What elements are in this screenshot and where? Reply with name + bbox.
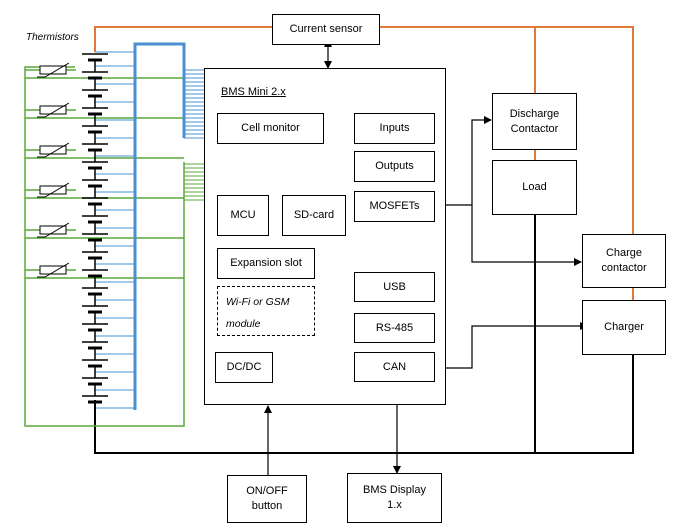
current-sensor: Current sensor	[272, 14, 380, 45]
dcdc-block: DC/DC	[215, 352, 273, 383]
bms-display: BMS Display 1.x	[347, 473, 442, 523]
battery-stack	[82, 53, 108, 414]
load-label: Load	[522, 181, 547, 194]
thermistor-slash	[37, 182, 70, 198]
onoff-line1: ON/OFF	[246, 485, 288, 498]
charge-contactor-line1: Charge	[605, 247, 643, 260]
thermistor	[39, 185, 67, 195]
current-sensor-label: Current sensor	[289, 23, 363, 36]
expansion-slot-label: Expansion slot	[230, 257, 302, 270]
usb-block: USB	[354, 272, 435, 302]
outputs-label: Outputs	[375, 160, 414, 173]
onoff-button: ON/OFF button	[227, 475, 307, 523]
usb-label: USB	[383, 280, 406, 293]
balance-stubs	[184, 69, 204, 201]
charger: Charger	[582, 300, 666, 355]
rs485-block: RS-485	[354, 313, 435, 343]
thermistor-slash	[37, 142, 70, 158]
outputs-block: Outputs	[354, 151, 435, 182]
wifi-gsm-label-line1: Wi-Fi or GSM	[226, 296, 290, 308]
bms-display-line2: 1.x	[387, 499, 402, 511]
signal-wires	[264, 39, 588, 475]
charger-label: Charger	[604, 321, 644, 334]
sd-card-block: SD-card	[282, 195, 346, 236]
mcu-block: MCU	[217, 195, 269, 236]
dcdc-label: DC/DC	[226, 361, 262, 374]
expansion-slot-block: Expansion slot	[217, 248, 315, 279]
thermistor	[39, 105, 67, 115]
cell-monitor-label: Cell monitor	[241, 122, 300, 135]
inputs-block: Inputs	[354, 113, 435, 144]
charge-contactor-line2: contactor	[601, 262, 647, 274]
balance-bus	[133, 42, 186, 410]
discharge-contactor-line1: Discharge	[509, 107, 560, 120]
discharge-contactor-line2: Contactor	[510, 122, 559, 135]
can-block: CAN	[354, 352, 435, 382]
balance-wires	[95, 51, 135, 409]
wifi-gsm-module-block: Wi-Fi or GSM module	[217, 286, 315, 336]
thermistor-slash	[37, 62, 70, 78]
mosfets-block: MOSFETs	[354, 191, 435, 222]
mcu-label: MCU	[230, 209, 256, 222]
discharge-contactor: Discharge Contactor	[492, 93, 577, 150]
cell-monitor-block: Cell monitor	[217, 113, 324, 144]
load: Load	[492, 160, 577, 215]
thermistor	[39, 65, 67, 75]
charge-contactor: Charge contactor	[582, 234, 666, 288]
bms-title: BMS Mini 2.x	[221, 86, 286, 98]
thermistor	[39, 145, 67, 155]
thermistors-label: Thermistors	[26, 32, 79, 43]
thermistor-slash	[37, 102, 70, 118]
rs485-label: RS-485	[375, 321, 414, 334]
thermistor	[39, 265, 67, 275]
onoff-line2: button	[251, 500, 283, 512]
thermistor-slash	[37, 262, 70, 278]
inputs-label: Inputs	[379, 122, 410, 135]
thermistor	[39, 225, 67, 235]
thermistor-group	[37, 62, 70, 278]
can-label: CAN	[382, 360, 407, 373]
mosfets-label: MOSFETs	[369, 200, 420, 213]
thermistor-slash	[37, 222, 70, 238]
wifi-gsm-label-line2: module	[226, 318, 261, 330]
bms-display-line1: BMS Display	[363, 484, 426, 497]
sd-card-label: SD-card	[293, 209, 335, 222]
